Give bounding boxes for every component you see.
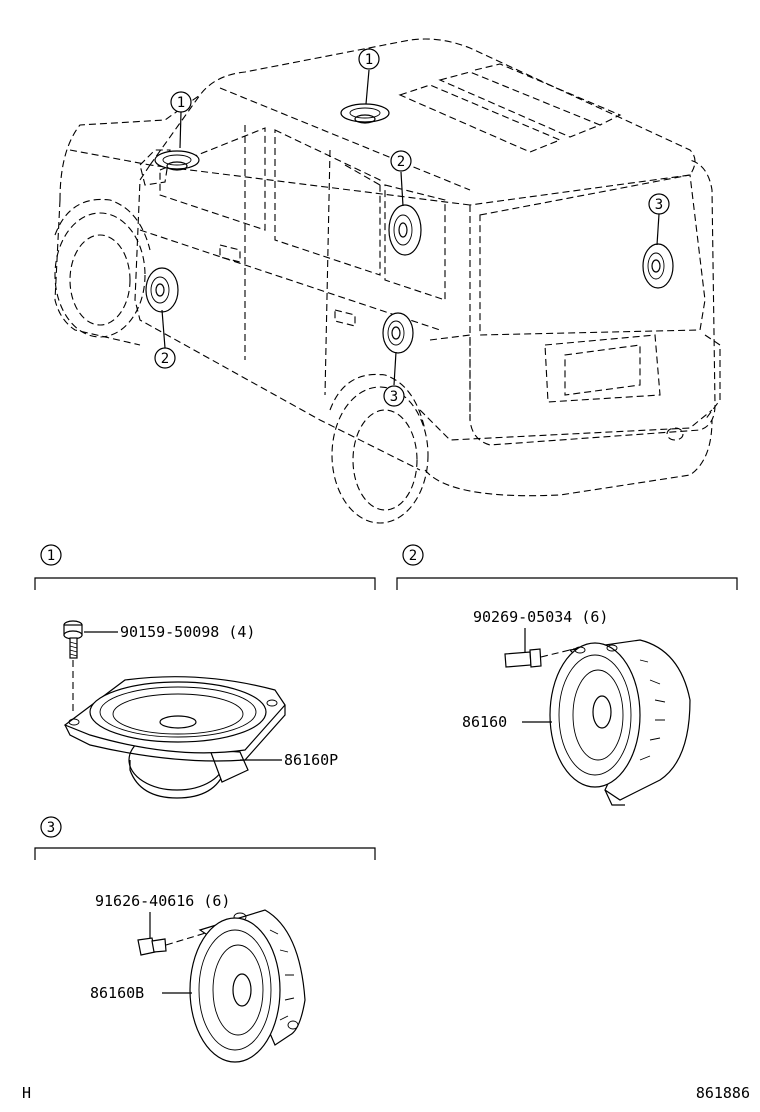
callout-roof-center: 1 [358,48,380,105]
section-1-badge [40,544,62,566]
callout-back-door: 3 [648,193,670,246]
svg-text:1: 1 [177,95,185,111]
screw-part-label-2: 90269-05034 (6) [473,608,608,626]
speaker-86160b-icon [189,909,306,1063]
screw-90269-icon [504,648,542,668]
section-2: 2 90269-05034 (6) 86160 [396,544,738,806]
section-3-number: 3 [47,820,55,836]
svg-text:3: 3 [390,389,398,405]
svg-text:3: 3 [655,197,663,213]
diagram-id: 861886 [696,1084,750,1102]
callout-front-door: 2 [154,309,176,369]
speaker-part-label-3: 86160B [90,984,144,1002]
svg-text:1: 1 [365,52,373,68]
footer-left-code: H [22,1084,31,1102]
speaker-86160p-icon [63,676,286,799]
bolt-91626-icon [137,937,167,956]
callout-roof-front-left: 1 [170,91,192,149]
section-3-badge [40,816,62,838]
bolt-part-label-1: 90159-50098 (4) [120,623,255,641]
section-2-number: 2 [409,548,417,564]
svg-text:2: 2 [161,351,169,367]
speaker-86160-icon [549,639,691,806]
speaker-part-label-2: 86160 [462,713,507,731]
speaker-part-label-1: 86160P [284,751,338,769]
section-1: 1 90159-50098 (4) 86160P [34,544,376,799]
section-1-number: 1 [47,548,55,564]
bolt-90159-icon [63,620,83,659]
bolt-part-label-3: 91626-40616 (6) [95,892,230,910]
callout-rear-side: 2 [390,150,412,207]
vehicle-speakers [145,103,674,354]
section-2-badge [402,544,424,566]
svg-text:2: 2 [397,154,405,170]
section-3-bracket [34,847,376,860]
section-2-bracket [396,577,738,590]
section-1-bracket [34,577,376,590]
vehicle-illustration [54,38,721,524]
section-3: 3 91626-40616 (6) 86160B [34,816,376,1063]
callout-rear-lower: 3 [383,351,405,407]
